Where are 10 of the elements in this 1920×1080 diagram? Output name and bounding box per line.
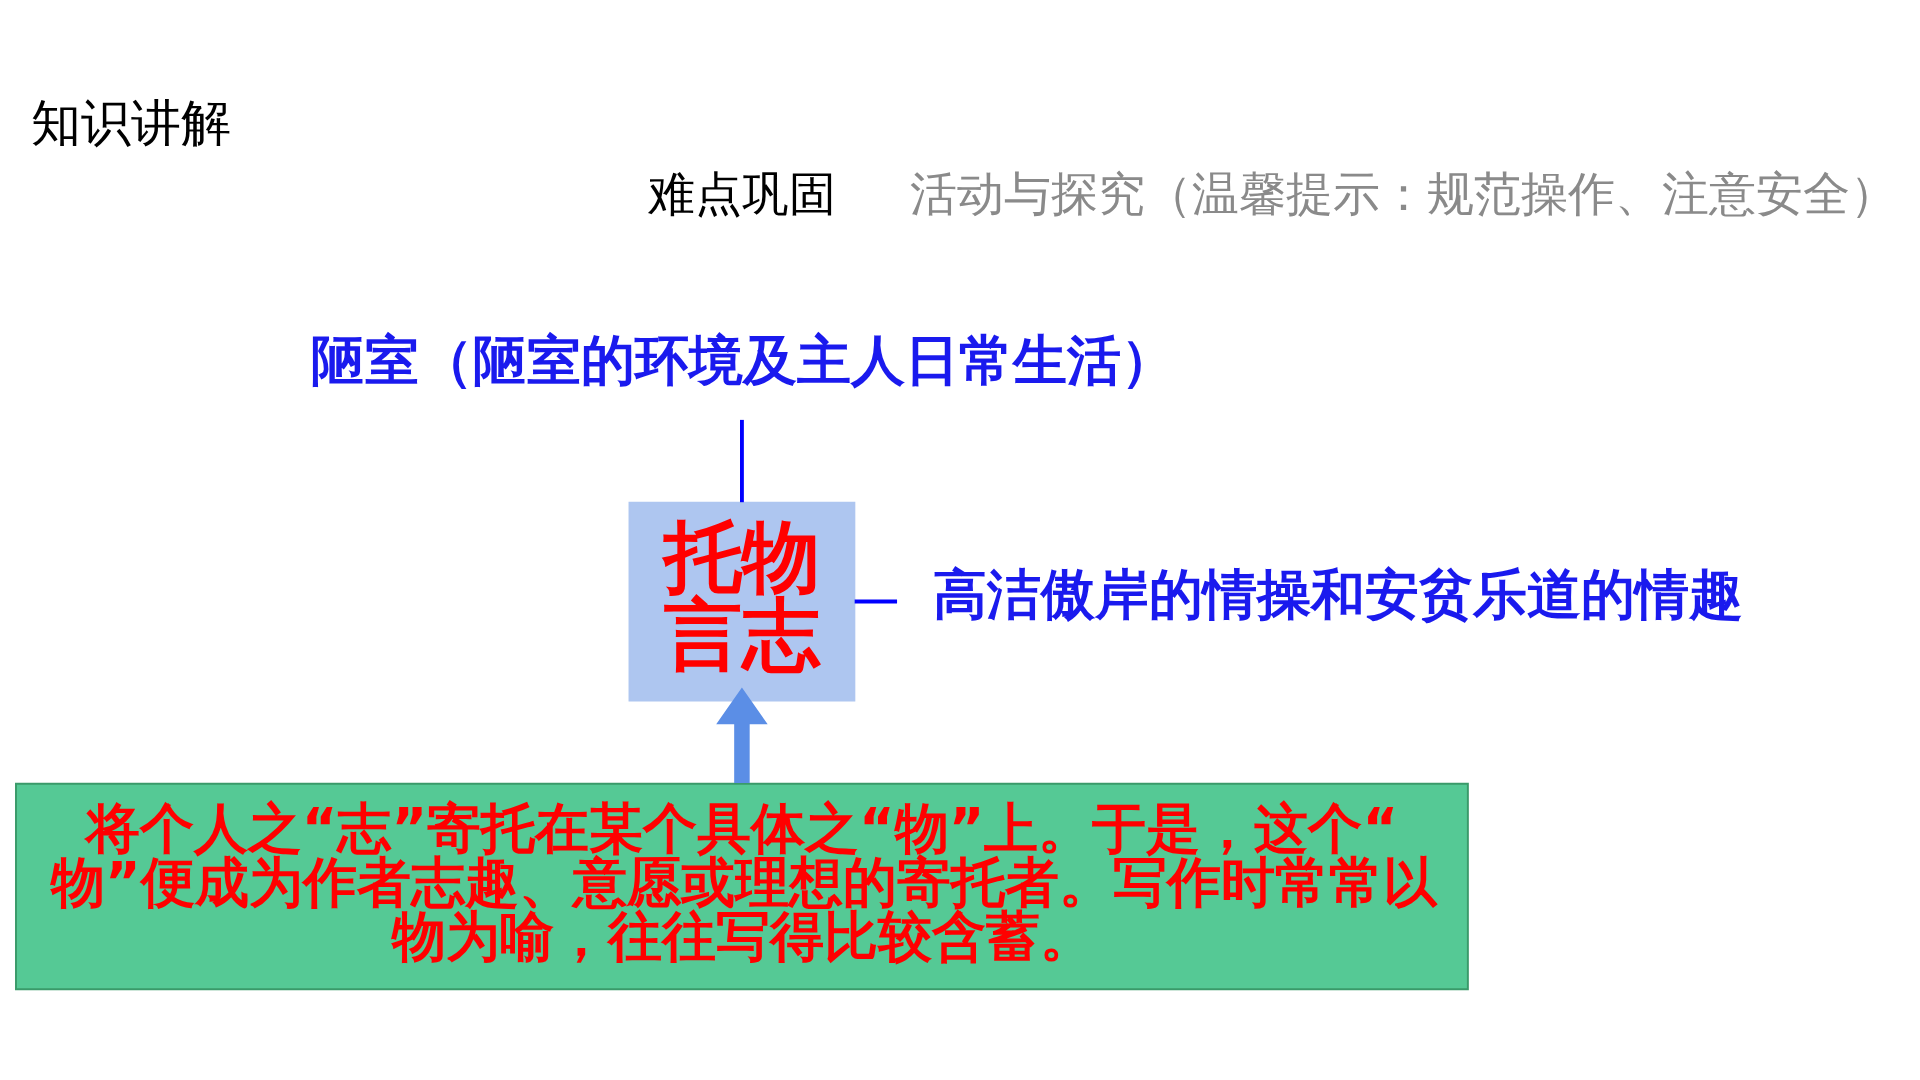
label: 活动与探究（温馨提示：规范操作、注意安全） [909,166,1897,221]
node-box: 将个人之“志”寄托在某个具体之“物”上。于是，这个“物”便成为作者志趣、意愿或理想的寄托者。写作时常常以物为喻，往往写得比较含蓄。 [15,782,1469,990]
arrow [716,687,768,783]
node-box: 托物言志 [628,501,856,701]
diagram-title: 知识讲解 [31,92,232,152]
connector [740,419,744,502]
node-text: 高洁傲岸的情操和安贫乐道的情趣 [932,562,1743,626]
connector [854,599,898,603]
label: 难点巩固 [647,166,836,221]
node-text: 陋室（陋室的环境及主人日常生活） [310,328,1175,392]
